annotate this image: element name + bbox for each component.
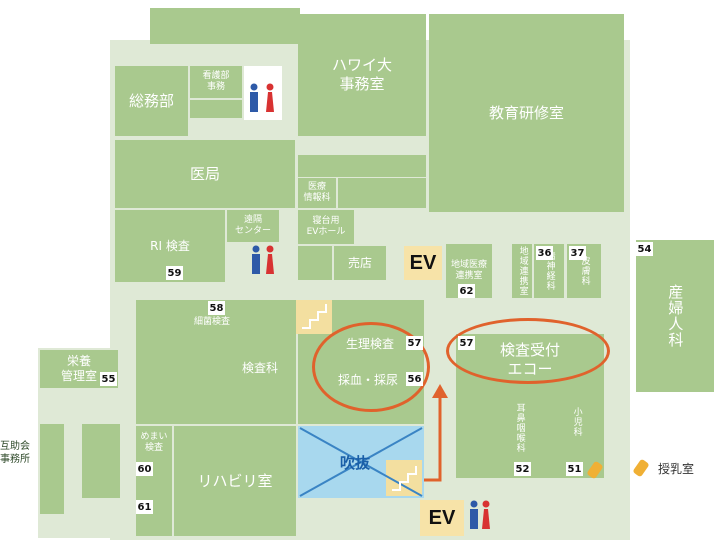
num-54: 54: [636, 242, 653, 256]
nursing-room-icon: [587, 459, 649, 479]
num-36: 36: [536, 246, 553, 260]
room-jibi[interactable]: 耳鼻咽喉科: [514, 403, 525, 453]
room-chiiki2[interactable]: 地域連携室: [512, 244, 532, 298]
label-fukinuke[interactable]: 吹抜: [340, 454, 371, 472]
room-eiyo[interactable]: 栄養 管理室: [40, 350, 118, 388]
num-57a: 57: [406, 336, 423, 350]
room-sanfujin[interactable]: 産婦人科: [636, 240, 714, 392]
restroom-icon: [250, 83, 490, 529]
room-saikin[interactable]: 細菌検査: [193, 317, 230, 328]
room-shoni[interactable]: 小児科: [571, 407, 582, 437]
room-iryo[interactable]: 医療 情報科: [298, 178, 336, 208]
num-57b: 57: [458, 336, 475, 350]
block-west1: [40, 424, 64, 514]
num-37: 37: [569, 246, 586, 260]
room-kango[interactable]: 看護部 事務: [190, 66, 242, 98]
room-mid: [298, 155, 426, 177]
elevator-1[interactable]: EV: [404, 246, 442, 280]
num-59: 59: [166, 266, 183, 280]
room-memai[interactable]: めまい 検査: [136, 426, 172, 460]
room-ikyoku[interactable]: 医局: [115, 140, 295, 208]
num-62: 62: [458, 284, 475, 298]
room-mid2: [338, 178, 426, 208]
highlight-seiri: [312, 322, 430, 412]
room-shindai[interactable]: 寝台用 EVホール: [298, 210, 354, 244]
elevator-2[interactable]: EV: [420, 500, 464, 536]
block-west2: [82, 424, 120, 498]
room-soumu[interactable]: 総務部: [115, 66, 188, 136]
num-51: 51: [566, 462, 583, 476]
block-kensa: [136, 300, 296, 424]
num-52: 52: [514, 462, 531, 476]
room-kyoiku[interactable]: 教育研修室: [429, 14, 624, 212]
num-58: 58: [208, 301, 225, 315]
num-55: 55: [100, 372, 117, 386]
label-junyu[interactable]: 授乳室: [658, 462, 695, 476]
room-rihabiri[interactable]: リハビリ室: [174, 426, 296, 536]
room-kensaka[interactable]: 検査科: [241, 360, 278, 375]
highlight-uketsuke: [446, 318, 610, 384]
num-60: 60: [136, 462, 153, 476]
room-baiten[interactable]: 売店: [334, 246, 386, 280]
label-gojokai[interactable]: 互助会 事務所: [0, 441, 30, 465]
room-small: [298, 246, 332, 280]
room-hawaii[interactable]: ハワイ大 事務室: [298, 14, 426, 136]
room-enkaku[interactable]: 遠隔 センター: [227, 210, 279, 242]
upper-block: [150, 8, 300, 44]
num-61: 61: [136, 500, 153, 514]
num-56: 56: [406, 372, 423, 386]
room-kango-sub: [190, 100, 242, 118]
